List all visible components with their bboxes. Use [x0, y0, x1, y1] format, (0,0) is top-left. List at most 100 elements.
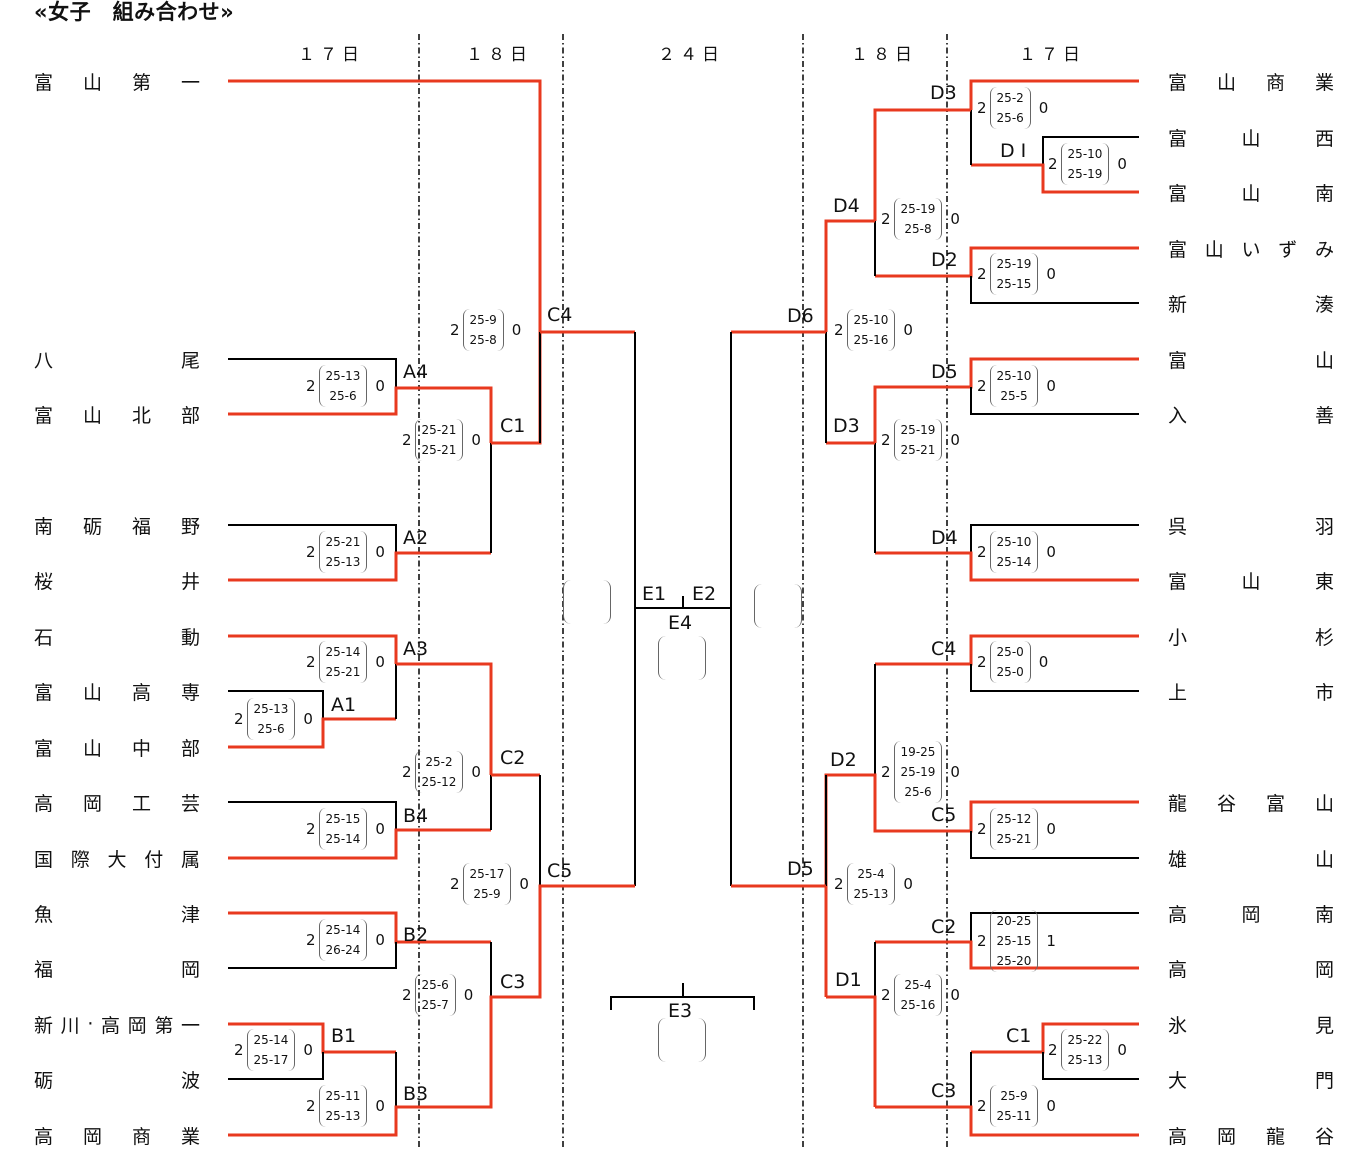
bracket-line [971, 163, 1139, 194]
sets-lost: 0 [375, 653, 385, 671]
sets-lost: 0 [950, 431, 960, 449]
team-name-char: 北 [131, 404, 151, 427]
match-label: D2 [830, 749, 857, 771]
sets-lost: 0 [1038, 99, 1049, 117]
set-score: 25-21 [900, 443, 936, 457]
team-name-char: 山 [1314, 848, 1334, 871]
match-label: C3 [500, 971, 526, 993]
team-name-char: 高 [34, 1125, 54, 1148]
bracket-line [396, 662, 493, 775]
sets-won: 2 [881, 431, 891, 449]
team-name: 上市 [1168, 679, 1334, 704]
sets-lost: 0 [303, 710, 313, 728]
team-name: 南砺福野 [34, 513, 200, 538]
team-name-char: 石 [34, 626, 54, 649]
team-name-char: 中 [131, 737, 151, 760]
match-label: C2 [931, 916, 957, 938]
set-score: 25-13 [1067, 1053, 1103, 1067]
sets-lost: 0 [303, 1041, 313, 1059]
team-name-char: 高 [34, 792, 54, 815]
sets-lost: 0 [375, 931, 385, 949]
team-name: 国際大付属 [34, 846, 200, 871]
set-score: 25-0 [996, 645, 1024, 659]
set-scores: 25-9 25-8 [462, 309, 504, 351]
team-name-char: 龍 [1168, 792, 1188, 815]
set-score: 25-6 [904, 785, 932, 799]
match-label: B4 [403, 805, 429, 827]
team-name-char: 富 [1168, 349, 1188, 372]
set-score: 25-14 [325, 645, 361, 659]
set-score: 25-6 [329, 389, 357, 403]
team-name: 氷見 [1168, 1012, 1334, 1037]
set-score: 25-9 [1000, 1089, 1028, 1103]
sets-won: 2 [977, 265, 987, 283]
page-title: «女子 組み合わせ» [34, 0, 235, 24]
team-name-char: 付 [144, 848, 164, 871]
match-label: D3 [930, 82, 957, 104]
set-score: 25-10 [996, 535, 1032, 549]
set-score: 25-13 [325, 555, 361, 569]
team-name-char: 西 [1314, 127, 1334, 150]
bracket-line [971, 1022, 1139, 1054]
set-score: 25-9 [469, 313, 497, 327]
team-name: 砺波 [34, 1067, 200, 1092]
team-name-char: 富 [34, 404, 54, 427]
team-name-char: 南 [1314, 182, 1334, 205]
sets-won: 2 [977, 1097, 987, 1115]
team-name-char: 湊 [1314, 293, 1334, 316]
team-name-char: 魚 [34, 903, 54, 926]
bracket-line [970, 387, 1139, 415]
set-score: 25-6 [996, 111, 1024, 125]
team-name-char: 工 [131, 792, 151, 815]
set-score: 25-17 [469, 867, 505, 881]
team-name-char: 呉 [1168, 515, 1188, 538]
team-name-char: 大 [107, 848, 127, 871]
team-name: 小杉 [1168, 624, 1334, 649]
team-name-char: 高 [1168, 903, 1188, 926]
set-score: 25-19 [900, 765, 936, 779]
sets-lost: 0 [1117, 155, 1127, 173]
team-name-char: 岡 [82, 1125, 102, 1148]
team-name-char: 波 [180, 1069, 200, 1092]
bracket-line [228, 690, 324, 719]
set-score: 25-13 [253, 702, 289, 716]
bracket-line [228, 551, 491, 582]
set-score: 25-5 [1000, 389, 1028, 403]
team-name-char: 砺 [34, 1069, 54, 1092]
match-label: C2 [500, 747, 526, 769]
team-name-char: 山 [1314, 792, 1334, 815]
team-name: 新川·高岡第一 [34, 1012, 200, 1037]
sets-lost: 0 [519, 875, 529, 893]
team-name-char: 小 [1168, 626, 1188, 649]
set-score: 25-8 [469, 333, 497, 347]
team-name-char: 一 [180, 71, 200, 94]
team-name: 高岡南 [1168, 901, 1334, 926]
team-name-char: 山 [1241, 182, 1261, 205]
sets-lost: 0 [375, 543, 385, 561]
sets-lost: 0 [375, 820, 385, 838]
team-name: 高岡 [1168, 956, 1334, 981]
sets-won: 2 [977, 820, 987, 838]
team-name-char: 尾 [180, 349, 200, 372]
match-label: B2 [403, 924, 429, 946]
match-label: B3 [403, 1083, 429, 1105]
match-label: A4 [403, 361, 429, 383]
match-label: D4 [931, 527, 958, 549]
team-name-char: 上 [1168, 681, 1188, 704]
team-name-char: 山 [1204, 238, 1224, 261]
